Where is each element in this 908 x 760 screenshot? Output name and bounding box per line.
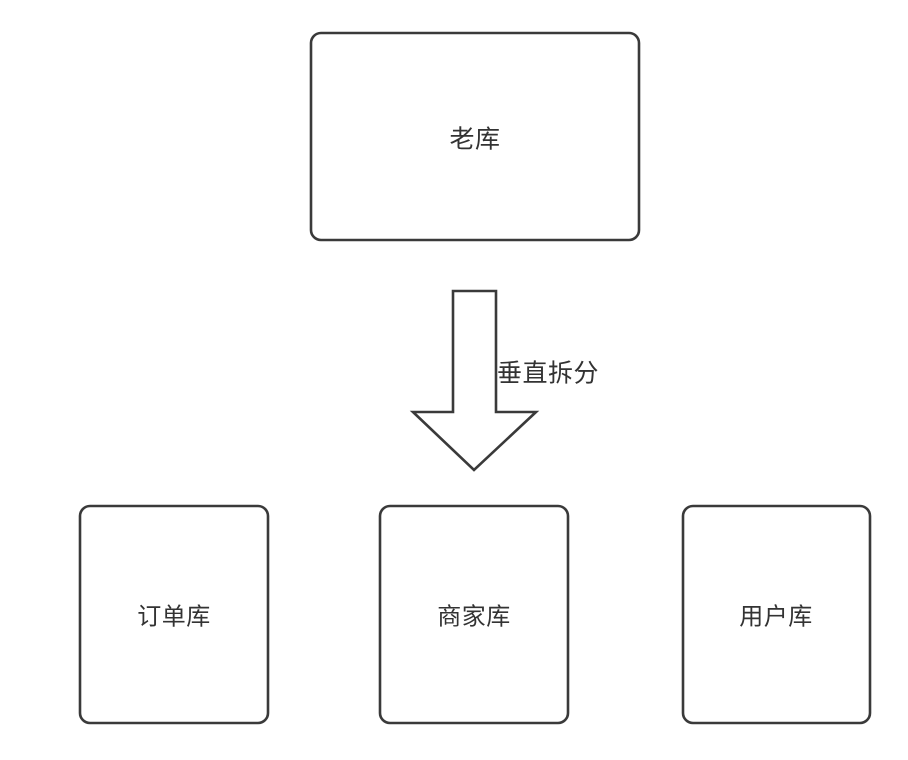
edge-vertical-split[interactable]: 垂直拆分 [409, 289, 599, 472]
node-old-database[interactable]: 老库 [309, 31, 641, 242]
node-user-database[interactable]: 用户库 [681, 504, 872, 725]
node-order-database-label: 订单库 [137, 603, 211, 630]
node-old-database-shape[interactable] [309, 31, 641, 242]
down-arrow-icon[interactable] [409, 289, 540, 472]
node-merchant-database[interactable]: 商家库 [378, 504, 570, 725]
edge-vertical-split-label: 垂直拆分 [497, 360, 599, 388]
node-user-database-shape[interactable] [681, 504, 872, 725]
node-order-database[interactable]: 订单库 [78, 504, 270, 725]
node-user-database-label: 用户库 [739, 603, 813, 630]
node-old-database-label: 老库 [449, 126, 500, 154]
node-merchant-database-label: 商家库 [437, 603, 511, 630]
node-merchant-database-shape[interactable] [378, 504, 570, 725]
node-order-database-shape[interactable] [78, 504, 270, 725]
